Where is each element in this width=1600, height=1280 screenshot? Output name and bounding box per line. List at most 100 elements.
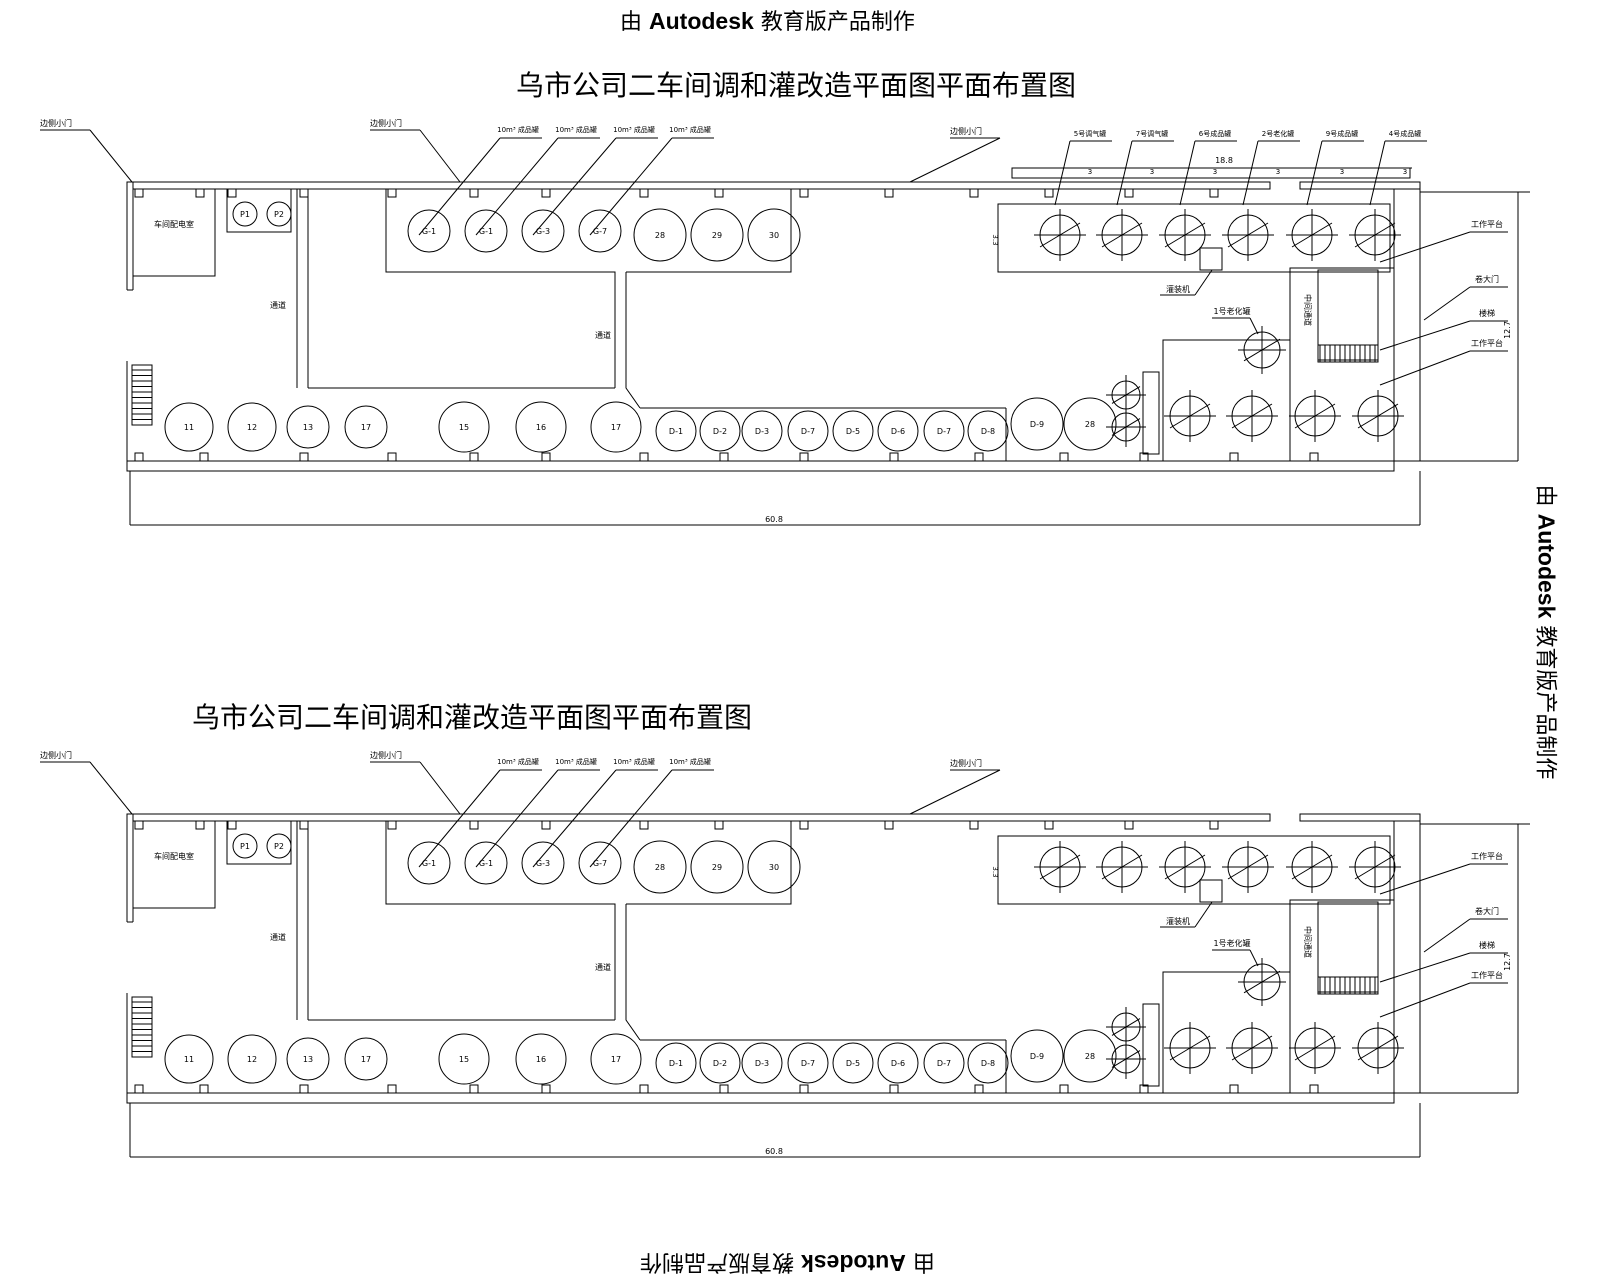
leader-line — [1423, 286, 1471, 321]
lower-tank-label: 15 — [459, 1055, 469, 1064]
dim-overall-label: 60.8 — [765, 515, 783, 524]
leader-line — [909, 769, 1001, 815]
electrical-room — [132, 820, 216, 909]
lower-tank — [515, 401, 567, 453]
stair-hatch — [131, 364, 153, 426]
aging-tank-label: 1号老化罐 — [1213, 938, 1250, 948]
passage-label: 通道 — [270, 932, 286, 942]
lower-tank-label: 12 — [247, 1055, 257, 1064]
lower-tank — [286, 405, 330, 449]
leader-line — [589, 137, 673, 236]
plan-title-top: 乌市公司二车间调和灌改造平面图平面布置图 — [516, 69, 1077, 102]
pillar — [1059, 452, 1069, 462]
pillar — [1309, 1084, 1319, 1094]
machine-base — [1199, 879, 1223, 903]
lower-tank — [227, 1034, 277, 1084]
small-tank — [741, 1042, 783, 1084]
upper-tank-label: 29 — [712, 231, 722, 240]
tank-capacity-label: 10m³ 成品罐 — [555, 757, 597, 766]
passage-wall — [626, 821, 792, 905]
tank-diagonal — [1357, 403, 1399, 429]
small-tank — [967, 1042, 1009, 1084]
tank-diagonal — [1291, 854, 1333, 880]
small-tank — [1063, 1029, 1117, 1083]
pillar — [469, 452, 479, 462]
tank-diagonal — [1169, 1035, 1211, 1061]
tank-diagonal — [1231, 403, 1273, 429]
small-tank-label: D-7 — [937, 1059, 951, 1068]
small-tank — [699, 410, 741, 452]
tank-diagonal — [1231, 1035, 1273, 1061]
small-tank-label: D-5 — [846, 427, 860, 436]
passage-wall — [385, 189, 616, 388]
side-door-label: 边侧小门 — [370, 118, 402, 128]
pillar — [387, 452, 397, 462]
pillar — [1229, 1084, 1239, 1094]
stair-room — [1317, 901, 1379, 993]
pillar — [299, 1084, 309, 1094]
passage-wall — [625, 904, 641, 1041]
pillar — [227, 820, 237, 830]
pillar — [134, 1084, 144, 1094]
upper-tank-label: 30 — [769, 231, 779, 240]
small-tank-label: D-1 — [669, 427, 683, 436]
lower-tank — [515, 1033, 567, 1085]
small-tank-label: 28 — [1085, 1052, 1095, 1061]
right-tank-label: 9号成品罐 — [1326, 129, 1358, 138]
small-tank-label: D-3 — [755, 1059, 769, 1068]
tank-capacity-label: 10m³ 成品罐 — [669, 757, 711, 766]
upper-tank — [578, 841, 622, 885]
tank-capacity-label: 10m³ 成品罐 — [613, 125, 655, 134]
upper-tank — [747, 208, 801, 262]
small-tank-label: D-3 — [755, 427, 769, 436]
upper-tank — [521, 841, 565, 885]
pillar — [299, 820, 309, 830]
tank-diagonal — [1357, 1035, 1399, 1061]
small-tank — [787, 1042, 829, 1084]
leader-line — [1379, 231, 1471, 263]
machine-label: 灌装机 — [1166, 284, 1190, 294]
tank-diagonal — [1101, 222, 1143, 248]
pillar — [387, 820, 397, 830]
leader-line — [89, 761, 133, 815]
pillar — [1229, 452, 1239, 462]
small-tank — [967, 410, 1009, 452]
pillar — [541, 1084, 551, 1094]
leader-line — [1379, 320, 1471, 351]
small-tank — [832, 1042, 874, 1084]
dim-label: 3 — [1150, 168, 1154, 176]
leader-line — [1194, 269, 1213, 296]
pillar — [639, 1084, 649, 1094]
small-tank — [923, 1042, 965, 1084]
aging-tank-label: 1号老化罐 — [1213, 306, 1250, 316]
pillar — [134, 452, 144, 462]
work-platform-label: 工作平台 — [1471, 851, 1503, 861]
pillar — [1124, 820, 1134, 830]
pillar — [639, 820, 649, 830]
lower-tank — [438, 1033, 490, 1085]
tank-diagonal — [1164, 222, 1206, 248]
pillar — [884, 188, 894, 198]
dim-label: 3.3 — [991, 866, 999, 877]
pillar — [639, 452, 649, 462]
small-tank-label: 28 — [1085, 420, 1095, 429]
upper-tank — [747, 840, 801, 894]
side-door-label: 边侧小门 — [40, 118, 72, 128]
leader-line — [475, 137, 559, 236]
leader-line — [418, 769, 501, 868]
pillar — [719, 1084, 729, 1094]
watermark-top: 由 Autodesk 教育版产品制作 — [620, 8, 915, 35]
lower-tank — [590, 401, 642, 453]
leader-line — [532, 769, 617, 868]
small-tank — [832, 410, 874, 452]
pump-label: P2 — [274, 210, 284, 219]
upper-tank — [464, 209, 508, 253]
tank-diagonal — [1294, 1035, 1336, 1061]
machine-base — [1199, 247, 1223, 271]
lower-tank-label: 17 — [361, 1055, 371, 1064]
tank-diagonal — [1101, 854, 1143, 880]
machine-label: 灌装机 — [1166, 916, 1190, 926]
small-tank — [655, 1042, 697, 1084]
upper-tank-label: G-7 — [593, 859, 607, 868]
tank-diagonal — [1354, 222, 1396, 248]
